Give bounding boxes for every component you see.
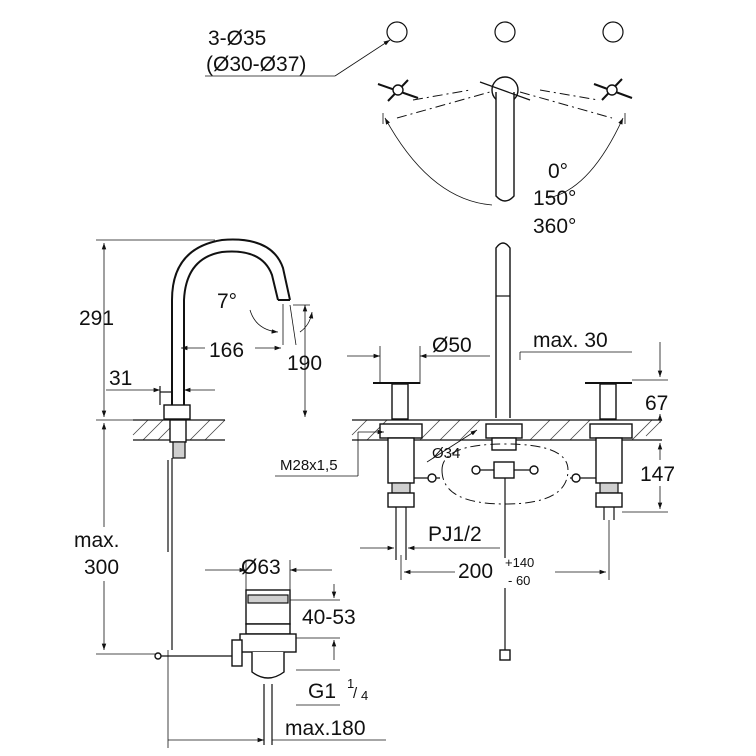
spout-front — [441, 242, 569, 661]
spread-base-label: 200 — [458, 560, 493, 583]
rotation-360: 360° — [533, 215, 576, 238]
spread-minus-label: - 60 — [508, 573, 530, 588]
valve-left — [373, 382, 440, 560]
spout-top — [479, 76, 531, 202]
hole-circle-left — [386, 21, 408, 43]
max-label: max. — [74, 529, 120, 552]
reach-label: 166 — [209, 339, 244, 362]
spread-plus-label: +140 — [505, 555, 534, 570]
valve-right — [570, 382, 633, 520]
spout-outline-inner — [183, 250, 279, 419]
thread-label: M28x1,5 — [280, 457, 338, 474]
side-view: 291 7° 166 190 31 max. 300 — [70, 238, 322, 655]
max-length-label: max.180 — [285, 717, 366, 740]
handle-top-left — [377, 79, 419, 102]
below-deck-label: 147 — [640, 463, 675, 486]
offset-label: 31 — [109, 367, 132, 390]
rotation-0: 0° — [548, 160, 568, 183]
range-label: 40-53 — [302, 606, 356, 629]
thread-num-label: 1 — [347, 676, 354, 691]
spout-angle-label: 7° — [217, 290, 237, 313]
hole-leader-line — [334, 39, 391, 77]
body-dia-label: Ø34 — [432, 445, 460, 462]
hole-range-label: (Ø30-Ø37) — [206, 53, 306, 76]
hole-circle-right — [602, 21, 624, 43]
flange-dia-label: Ø63 — [241, 556, 281, 579]
hole-circle-center — [494, 21, 516, 43]
rotation-arc-right — [547, 117, 624, 199]
hole-spec-label: 3-Ø35 — [208, 27, 266, 50]
top-view: 3-Ø35 (Ø30-Ø37) 0° 150° 3 — [205, 21, 633, 238]
deck-max-label: max. 30 — [533, 329, 608, 352]
rotation-arc-left — [384, 117, 493, 206]
drain-view: Ø63 40-53 G1 1 / 4 max.180 — [154, 556, 386, 748]
svg-text:/: / — [353, 685, 358, 702]
spout-height-label: 190 — [287, 352, 322, 375]
front-view: Ø50 max. 30 67 147 M28x1,5 Ø34 PJ1/2 200 — [275, 242, 686, 661]
handle-height-label: 67 — [645, 392, 668, 415]
spout-outline-outer — [171, 238, 291, 419]
handle-top-right — [593, 78, 633, 101]
thread-main-label: G1 — [308, 680, 336, 703]
handle-dia-label: Ø50 — [432, 334, 472, 357]
thread-den-label: 4 — [361, 688, 368, 703]
rotation-150: 150° — [533, 187, 576, 210]
height-total-label: 291 — [79, 307, 114, 330]
max-value-label: 300 — [84, 556, 119, 579]
connection-label: PJ1/2 — [428, 523, 482, 546]
